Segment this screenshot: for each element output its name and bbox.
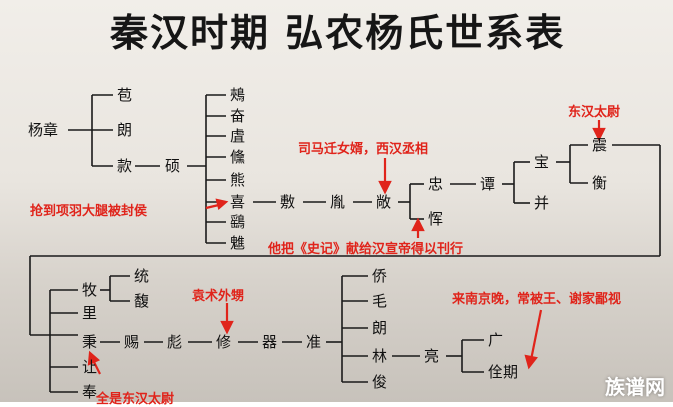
node-lin: 林 [372, 347, 388, 365]
node-bian: 苞 [117, 86, 133, 104]
node-qiao: 侨 [372, 267, 388, 285]
watermark: 族谱网 [605, 375, 665, 399]
node-biao: 彪 [167, 333, 183, 351]
node-chai: 魋 [230, 234, 246, 252]
node-qi: 器 [262, 333, 278, 351]
node-bing: 并 [534, 194, 550, 212]
node-zhen: 震 [592, 136, 608, 154]
node-ci: 赐 [124, 333, 140, 351]
annotation-xi: 抢到项羽大腿被封侯 [30, 204, 148, 219]
annotation-chang: 司马迁女婿，西汉丞相 [298, 142, 429, 157]
node-liang: 亮 [424, 347, 440, 365]
node-cui: 虘 [230, 127, 246, 145]
node-tan: 谭 [480, 175, 496, 193]
node-bao: 宝 [534, 153, 550, 171]
node-li: 里 [82, 304, 98, 322]
node-zhun: 准 [306, 333, 322, 351]
node-yangzhang: 杨章 [28, 121, 59, 139]
annotation-zhiqi: 来南京晚，常被王、谢家鄙视 [452, 292, 622, 307]
node-xi: 喜 [230, 193, 246, 211]
node-xiong: 熊 [230, 171, 246, 189]
page-title: 秦汉时期 弘农杨氏世系表 [110, 10, 566, 55]
node-bing2: 秉 [82, 333, 98, 351]
annotation-xiu: 袁术外甥 [192, 289, 245, 304]
node-lang: 朗 [117, 121, 133, 139]
node-heng: 衡 [592, 174, 608, 192]
node-shuo: 硕 [165, 157, 181, 175]
node-fu2: 馥 [134, 292, 150, 310]
node-zhiqi: 佺期 [488, 363, 519, 381]
node-yao: 鷂 [230, 213, 246, 231]
node-zhong: 忠 [428, 175, 444, 193]
node-rang: 让 [82, 358, 98, 376]
annotation-bottom: 全是东汉太尉 [96, 392, 175, 407]
node-feng: 奉 [82, 383, 98, 401]
annotation-yun: 他把《史记》献给汉宣帝得以刊行 [268, 242, 464, 257]
node-fu: 敷 [280, 193, 296, 211]
node-yun: 恽 [428, 210, 444, 228]
node-guang: 广 [488, 331, 504, 349]
node-kuan: 款 [117, 157, 133, 175]
node-jun: 俊 [372, 373, 388, 391]
node-chang: 敞 [376, 193, 392, 211]
node-fen: 奋 [230, 107, 246, 125]
node-mu: 牧 [82, 281, 98, 299]
node-yin: 胤 [330, 193, 346, 211]
annotation-zhen: 东汉太尉 [568, 105, 621, 120]
node-shu: 儵 [230, 148, 246, 166]
node-juan: 鵊 [230, 86, 246, 104]
node-lang2: 朗 [372, 319, 388, 337]
node-mao: 毛 [372, 292, 388, 310]
node-xiu: 修 [216, 333, 232, 351]
node-tong: 统 [134, 267, 150, 285]
